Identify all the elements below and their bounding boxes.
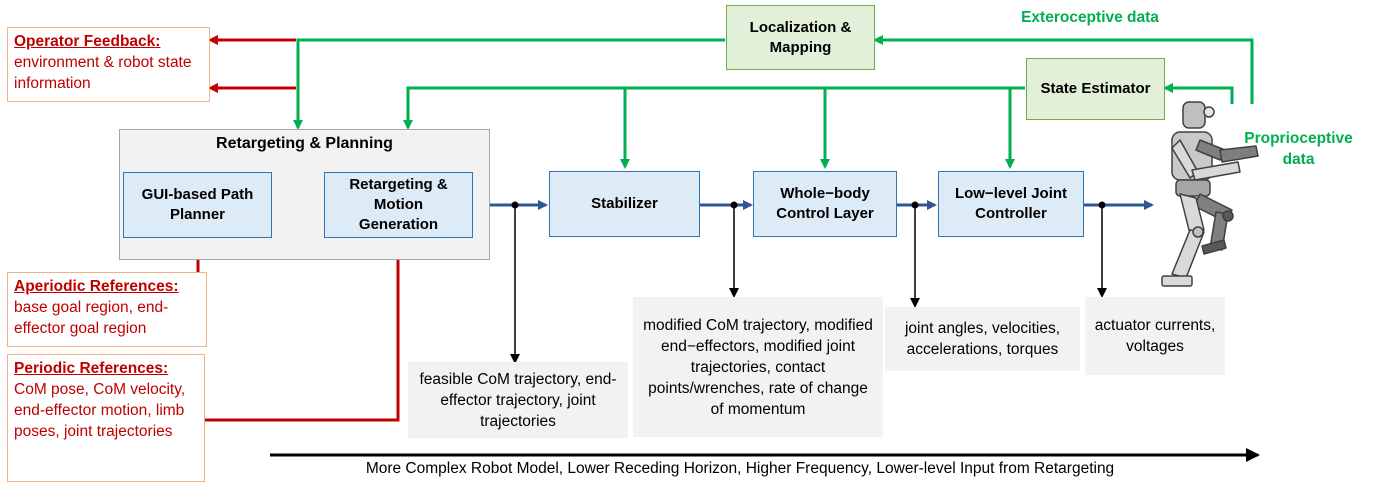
tap-dots bbox=[511, 201, 1106, 209]
planning-group-title: Retargeting & Planning bbox=[216, 135, 393, 152]
periodic-references-text: CoM pose, CoM velocity, end-effector mot… bbox=[14, 381, 186, 440]
reference-lines bbox=[193, 236, 403, 422]
stabilizer-block[interactable]: Stabilizer bbox=[549, 171, 700, 237]
proprioceptive-line bbox=[403, 83, 1234, 169]
aperiodic-references-title: Aperiodic References: bbox=[14, 278, 179, 295]
retargeting-motion-block[interactable]: Retargeting & Motion Generation bbox=[324, 172, 473, 238]
periodic-references-box: Periodic References: CoM pose, CoM veloc… bbox=[7, 354, 205, 482]
gui-path-planner-block[interactable]: GUI-based Path Planner bbox=[123, 172, 272, 238]
stabilizer-output-box: modified CoM trajectory, modified end−ef… bbox=[633, 297, 883, 437]
bottom-arrow-label: More Complex Robot Model, Lower Receding… bbox=[365, 460, 1115, 477]
aperiodic-references-box: Aperiodic References: base goal region, … bbox=[7, 272, 207, 347]
joint-output-box: actuator currents, voltages bbox=[1085, 297, 1225, 375]
output-taps bbox=[510, 205, 1107, 364]
planner-output-box: feasible CoM trajectory, end-effector tr… bbox=[408, 362, 628, 438]
proprioceptive-label: Proprioceptive data bbox=[1244, 130, 1353, 168]
localization-mapping-block[interactable]: Localization & Mapping bbox=[726, 5, 875, 70]
operator-feedback-box: Operator Feedback: environment & robot s… bbox=[7, 27, 210, 102]
humanoid-robot-icon bbox=[1161, 101, 1259, 287]
whole-body-control-block[interactable]: Whole−body Control Layer bbox=[753, 171, 897, 237]
exteroceptive-label: Exteroceptive data bbox=[1021, 9, 1159, 26]
operator-feedback-text: environment & robot state information bbox=[14, 54, 192, 92]
operator-feedback-title: Operator Feedback: bbox=[14, 33, 161, 50]
state-estimator-block[interactable]: State Estimator bbox=[1026, 58, 1165, 120]
exteroceptive-line bbox=[293, 35, 1254, 130]
feedback-lines bbox=[208, 35, 296, 93]
low-level-controller-block[interactable]: Low−level Joint Controller bbox=[938, 171, 1084, 237]
periodic-references-title: Periodic References: bbox=[14, 360, 169, 377]
wbc-output-box: joint angles, velocities, accelerations,… bbox=[885, 307, 1080, 371]
aperiodic-references-text: base goal region, end-effector goal regi… bbox=[14, 299, 169, 337]
